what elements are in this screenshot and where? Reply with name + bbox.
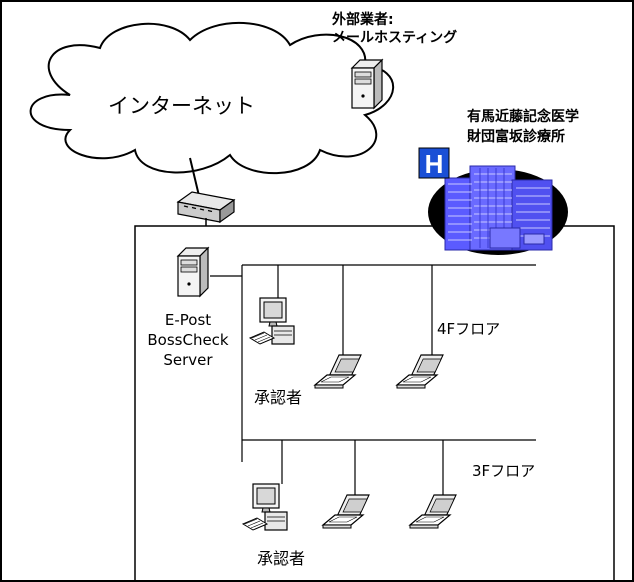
server-label-line2: BossCheck: [147, 331, 229, 349]
epost-server-icon: [177, 247, 209, 297]
lan-lines: [210, 264, 536, 495]
internet-label: インターネット: [108, 94, 255, 118]
laptop-3f-1-icon: [322, 494, 370, 529]
clinic-label-line1: 有馬近藤記念医学: [467, 109, 579, 125]
hospital-sign-icon: H: [418, 147, 450, 179]
clinic-building-icon: [428, 165, 568, 255]
floor4-approver-label: 承認者: [254, 388, 303, 407]
approver-desktop-4f-icon: [249, 297, 295, 345]
network-boundary: [134, 225, 615, 582]
router-icon: [176, 157, 236, 226]
internet-cloud: [29, 22, 395, 175]
mail-hosting-label-line1: 外部業者:: [332, 12, 394, 28]
floor4-label: 4Fフロア: [437, 320, 501, 338]
mail-hosting-label-line2: メールホスティング: [332, 30, 458, 46]
hospital-sign-letter: H: [425, 149, 444, 179]
floor3-label: 3Fフロア: [472, 462, 536, 480]
server-label-line3: Server: [163, 351, 213, 369]
server-label: E-Post BossCheck Server: [136, 310, 240, 370]
laptop-4f-1-icon: [314, 354, 362, 389]
mail-hosting-server-icon: [351, 59, 383, 109]
mail-hosting-label: 外部業者: メールホスティング: [332, 11, 457, 47]
laptop-3f-2-icon: [409, 494, 457, 529]
server-label-line1: E-Post: [164, 311, 212, 329]
floor3-approver-label: 承認者: [257, 549, 306, 568]
clinic-label-line2: 財団富坂診療所: [467, 129, 565, 145]
laptop-4f-2-icon: [396, 354, 444, 389]
approver-desktop-3f-icon: [242, 483, 288, 531]
clinic-label: 有馬近藤記念医学 財団富坂診療所: [467, 107, 579, 147]
